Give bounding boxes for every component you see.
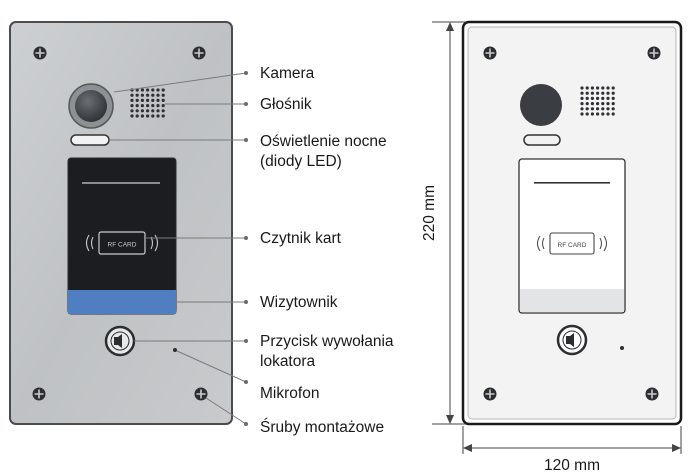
- screw-icon: [482, 386, 498, 402]
- label-call-button-sub: lokatora: [260, 353, 316, 370]
- screw-icon: [482, 45, 498, 61]
- callouts: [109, 72, 247, 425]
- screw-icon: [193, 386, 209, 402]
- label-speaker: Głośnik: [260, 96, 312, 113]
- screw-icon: [32, 45, 48, 61]
- label-microphone: Mikrofon: [260, 385, 319, 402]
- screw-icon: [646, 45, 662, 61]
- label-camera: Kamera: [260, 65, 315, 82]
- label-screws: Śruby montażowe: [260, 418, 384, 436]
- bell-icon: [556, 324, 588, 356]
- speaker-grille-icon: [580, 86, 615, 116]
- width-label: 120 mm: [544, 457, 600, 474]
- front-panel: RF CARD: [9, 21, 233, 425]
- screw-icon: [191, 45, 207, 61]
- rfid-card-label: RF CARD: [108, 242, 137, 249]
- night-light-led: [70, 134, 110, 146]
- label-name-card: Wizytownik: [260, 294, 338, 311]
- night-light-led: [523, 134, 561, 146]
- height-dimension: 220 mm: [421, 21, 466, 425]
- camera-lens-icon: [520, 84, 562, 126]
- speaker-grille-icon: [130, 88, 165, 118]
- label-night-light-sub: (diody LED): [260, 153, 342, 170]
- outline-panel: RF CARD: [461, 20, 683, 426]
- name-card-window: [520, 289, 624, 312]
- bell-icon: [104, 325, 136, 357]
- label-card-reader: Czytnik kart: [260, 230, 342, 247]
- card-reader: RF CARD: [67, 157, 177, 315]
- rfid-card-icon: RF CARD: [537, 232, 607, 255]
- width-dimension: 120 mm: [462, 426, 682, 474]
- height-label: 220 mm: [421, 185, 438, 241]
- microphone-hole: [173, 348, 177, 352]
- card-reader: RF CARD: [518, 158, 626, 314]
- screw-icon: [31, 386, 47, 402]
- camera-lens-icon: [68, 83, 114, 129]
- screw-icon: [644, 386, 660, 402]
- name-card-window: [68, 290, 176, 314]
- label-call-button: Przycisk wywołania: [260, 333, 394, 350]
- microphone-hole: [620, 346, 624, 350]
- rfid-card-label: RF CARD: [558, 242, 587, 249]
- label-night-light: Oświetlenie nocne: [260, 133, 387, 150]
